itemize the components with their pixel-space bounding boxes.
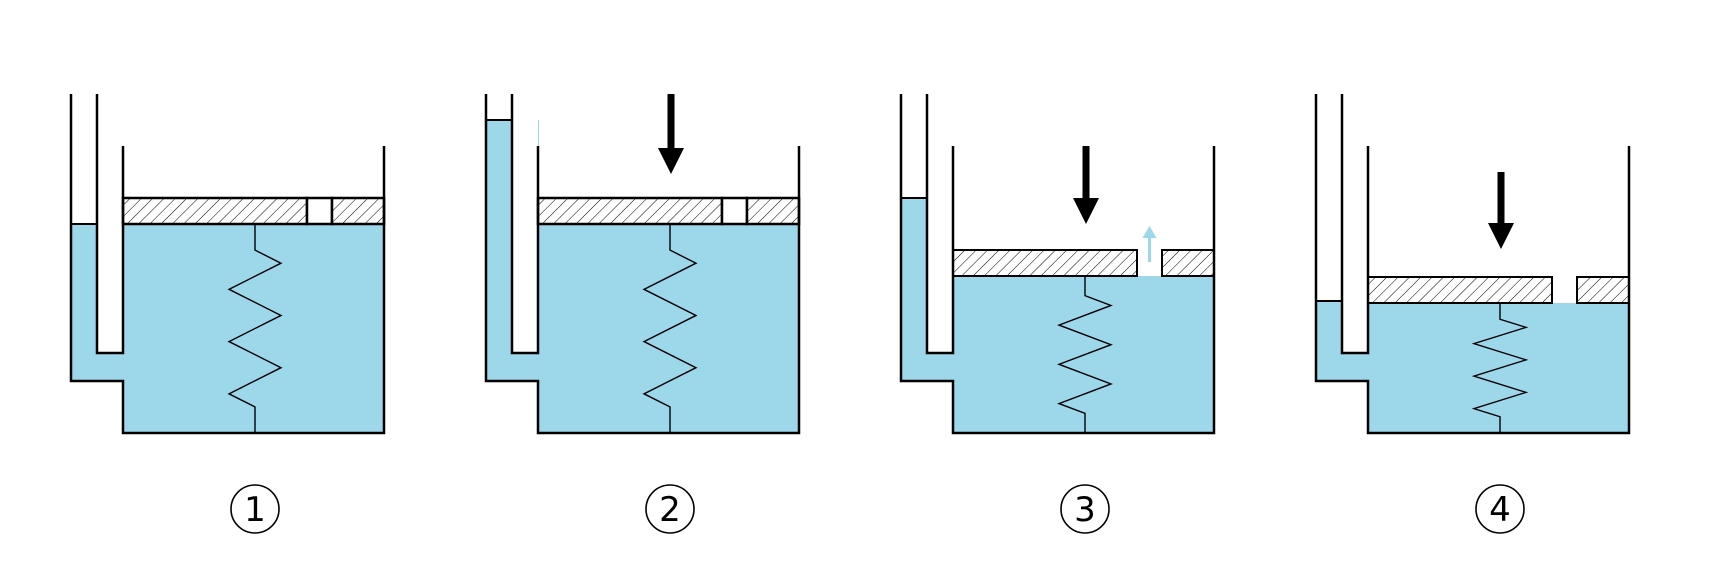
inner-tube-outline [95, 94, 125, 355]
piston-right [745, 196, 801, 226]
piston-valve-gap [1552, 277, 1577, 303]
spring [227, 224, 283, 433]
piston-left [1367, 276, 1553, 304]
inner-tube [927, 94, 953, 353]
step-label: 1 [244, 490, 266, 530]
down-arrow-icon [658, 148, 684, 174]
down-arrow-shaft [667, 94, 675, 150]
step-label-circle [230, 484, 280, 534]
piston-right [330, 196, 386, 226]
down-arrow-shaft [1082, 146, 1090, 200]
piston-left [121, 196, 309, 226]
piston-valve-hole [305, 196, 334, 226]
panel-1: 1 [69, 94, 386, 534]
spring [1471, 303, 1529, 433]
step-label-circle [645, 484, 695, 534]
piston-valve-hole [720, 196, 749, 226]
inner-tube-outline [925, 94, 955, 355]
inner-tube [512, 94, 538, 353]
up-arrow-icon [1142, 226, 1157, 238]
inner-tube-outline [510, 94, 540, 355]
piston-left [536, 196, 724, 226]
step-label: 3 [1074, 490, 1096, 530]
piston-right [1161, 249, 1215, 277]
down-arrow-icon [1488, 223, 1514, 249]
vessel-outline [899, 94, 1216, 435]
step-label: 2 [659, 490, 681, 530]
inner-tube-outline [1340, 94, 1370, 355]
piston-left [952, 249, 1138, 277]
spring [1057, 276, 1113, 433]
panel-4: 4 [1314, 94, 1631, 534]
down-arrow-shaft [1497, 172, 1505, 225]
step-label: 4 [1489, 490, 1511, 530]
spring [642, 224, 698, 433]
step-label-circle [1060, 484, 1110, 534]
down-arrow-icon [1073, 198, 1099, 224]
panel-2: 2 [484, 94, 801, 534]
vessel-outline [69, 94, 386, 435]
inner-tube [97, 94, 123, 353]
vessel-outline [484, 94, 801, 435]
step-label-circle [1475, 484, 1525, 534]
panel-3: 3 [899, 94, 1216, 534]
vessel-outline [1314, 94, 1631, 435]
piston-right [1576, 276, 1630, 304]
inner-tube [1342, 94, 1368, 353]
